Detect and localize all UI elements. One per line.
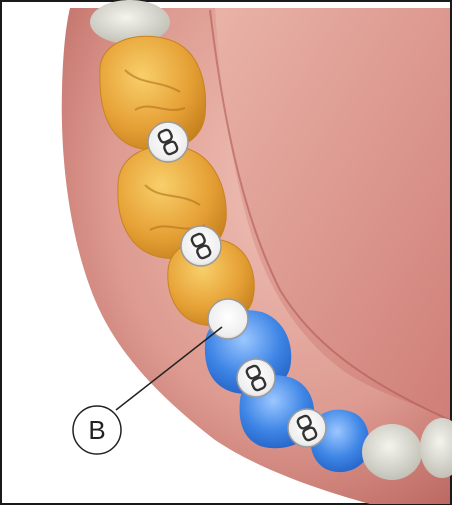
callout-label: B [88, 415, 105, 445]
chain-link-icon [181, 226, 221, 266]
natural-tooth-bottom-1 [362, 424, 422, 480]
chain-link-icon [237, 359, 275, 397]
chain-link-icon [288, 409, 326, 447]
chain-link-icon [148, 122, 188, 162]
